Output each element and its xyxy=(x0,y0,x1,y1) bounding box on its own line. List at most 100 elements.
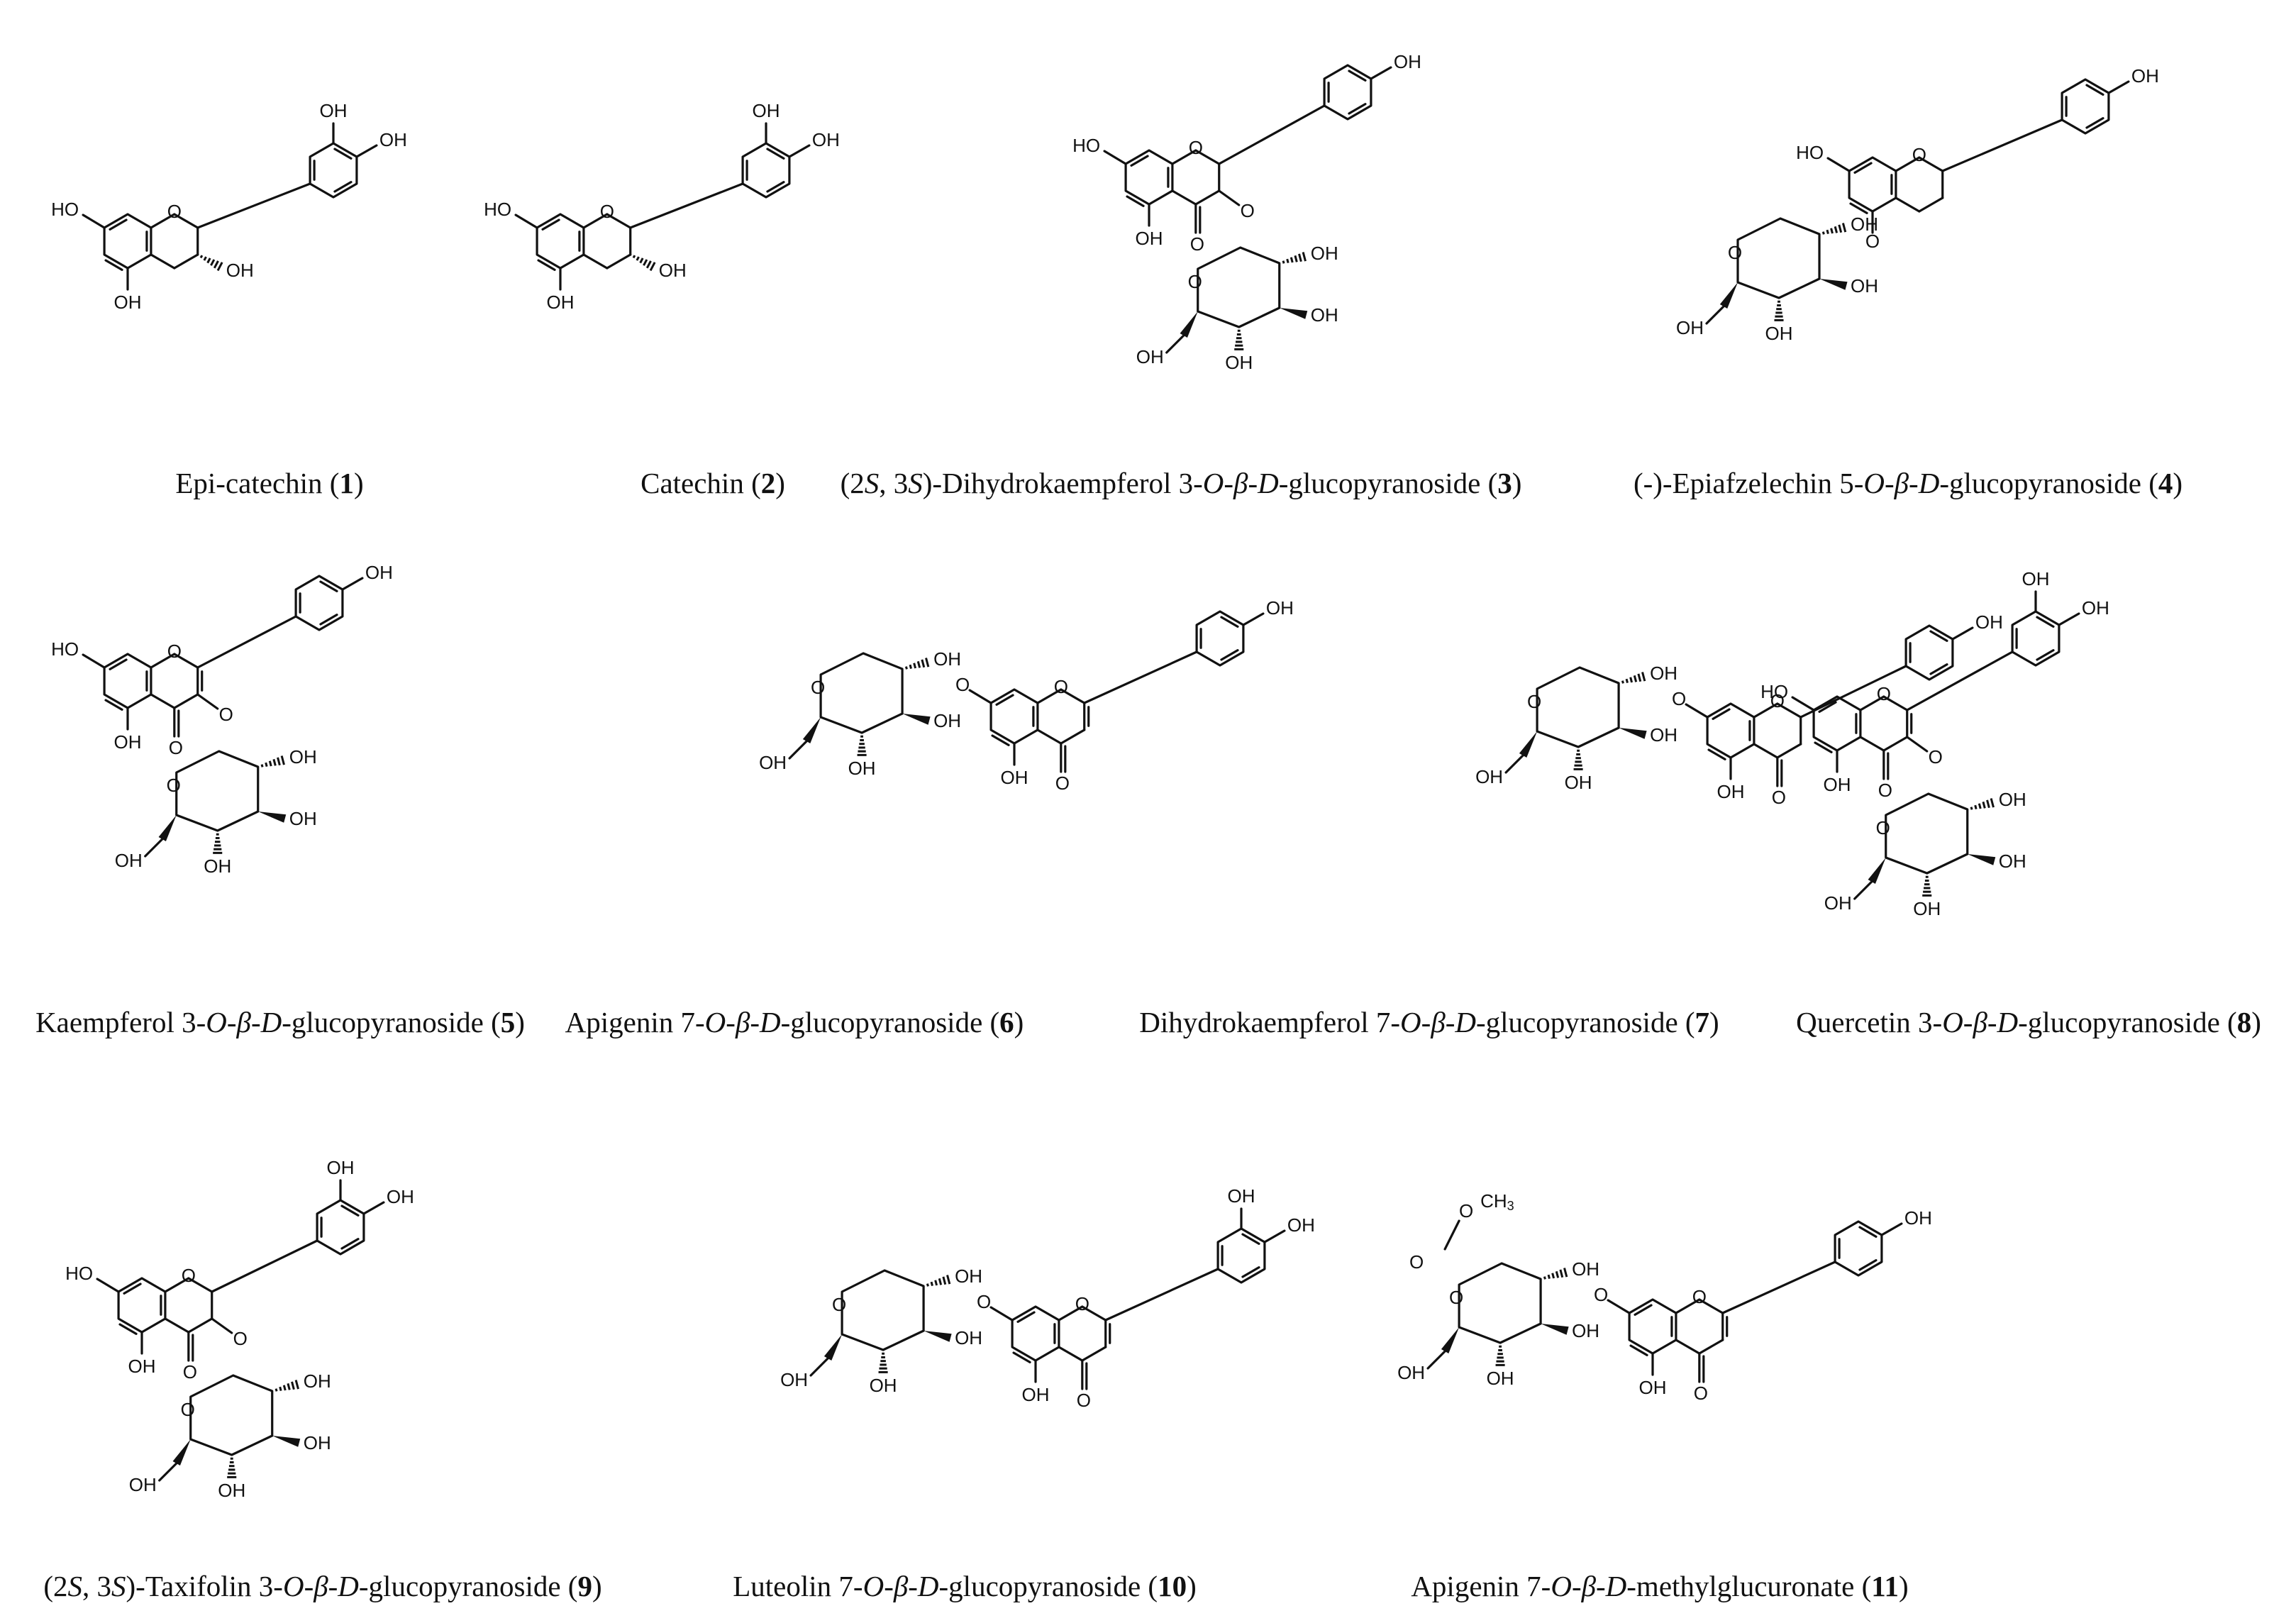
bond xyxy=(2058,612,2080,626)
c-ring-bond xyxy=(150,213,176,229)
bond xyxy=(1826,157,1851,172)
hydroxyl-label: OH xyxy=(955,1265,982,1287)
hydroxyl-label: OH xyxy=(218,1480,245,1501)
glucose-ring xyxy=(841,1269,925,1351)
c2-b-bond xyxy=(1906,650,2014,711)
hydroxyl-label: OH xyxy=(1022,1384,1050,1405)
bond xyxy=(362,1201,385,1215)
hash-bond xyxy=(1555,1270,1560,1278)
hydroxyl-label: OH xyxy=(304,1432,331,1453)
double-bond xyxy=(541,218,560,231)
bond xyxy=(809,1357,829,1377)
ring-oxygen-label: O xyxy=(1054,676,1068,697)
bond xyxy=(968,689,992,704)
glucose-ring xyxy=(189,1374,274,1456)
hash-bond xyxy=(1551,1273,1555,1279)
bond xyxy=(1880,1222,1903,1236)
b-ring xyxy=(2011,610,2061,667)
hash-bond xyxy=(1982,801,1986,809)
caption-compound-2: Catechin (2) xyxy=(640,467,785,499)
double-bond xyxy=(991,734,1010,746)
bond xyxy=(1242,612,1265,626)
b-ring xyxy=(1904,624,1954,681)
hash-bond xyxy=(1625,678,1629,684)
hash-bond xyxy=(1294,255,1298,262)
hash-bond xyxy=(294,1380,299,1390)
c-ring-bond xyxy=(1060,729,1086,745)
a-ring xyxy=(989,688,1039,745)
double-bond xyxy=(104,699,123,711)
hydroxyl-label: OH xyxy=(1975,611,2003,633)
bond xyxy=(1504,754,1524,774)
glucose-ring xyxy=(819,652,904,734)
bond xyxy=(788,740,808,760)
double-bond xyxy=(2085,117,2104,129)
hash-bond xyxy=(282,1385,287,1391)
hydroxyl-label: OH xyxy=(933,648,961,670)
bond xyxy=(158,1462,178,1482)
hash-bond xyxy=(1563,1268,1568,1278)
double-bond xyxy=(537,259,556,271)
hash-bond xyxy=(946,1275,951,1285)
double-bond xyxy=(995,694,1014,706)
hydroxyl-label: OH xyxy=(1287,1214,1315,1236)
a-ring xyxy=(1812,695,1862,752)
bond xyxy=(788,144,811,158)
hydroxyl-label: OH xyxy=(115,850,143,871)
bond xyxy=(82,214,106,229)
carbonyl-oxygen-label: O xyxy=(1694,1383,1708,1404)
hydroxyl-label: OH xyxy=(1572,1320,1599,1341)
c-ring-bond xyxy=(1918,196,1944,213)
b-ring xyxy=(1323,64,1372,121)
hash-bond xyxy=(930,1281,933,1287)
hydroxyl-label: OH xyxy=(1001,767,1028,788)
hydroxyl-label: OH xyxy=(1999,789,2026,810)
wedge-bond xyxy=(802,717,821,744)
a-ring xyxy=(103,653,152,709)
hydroxyl-label: OH xyxy=(1136,228,1163,249)
double-bond xyxy=(2085,84,2104,96)
c-ring-bond xyxy=(150,653,176,669)
hash-bond xyxy=(925,658,930,668)
hydroxyl-label: OH xyxy=(114,292,142,313)
double-bond xyxy=(123,1283,142,1295)
hash-bond xyxy=(1282,260,1285,264)
bond xyxy=(1426,1350,1446,1370)
wedge-bond xyxy=(902,714,931,725)
bond xyxy=(989,1306,1014,1322)
double-bond xyxy=(1220,649,1239,661)
hash-bond xyxy=(645,260,652,269)
double-bond xyxy=(1707,748,1726,760)
ring-oxygen-label: O xyxy=(1188,271,1202,292)
caption-compound-8: Quercetin 3-O-β-D-glucopyranoside (8) xyxy=(1796,1006,2261,1038)
hash-bond xyxy=(1290,257,1294,263)
c2-b-bond xyxy=(1721,1261,1836,1314)
ring-oxygen-label: O xyxy=(811,677,825,698)
bond xyxy=(1791,696,1815,711)
b-ring xyxy=(1834,1220,1883,1277)
ring-oxygen-label: O xyxy=(1692,1286,1707,1307)
c-ring-bond xyxy=(1058,1305,1084,1322)
hydroxyl-label: OH xyxy=(1851,275,1878,297)
double-bond xyxy=(766,181,785,193)
c-ring-bond xyxy=(1698,1339,1724,1355)
carbonyl-oxygen-label: O xyxy=(1878,780,1892,801)
bond xyxy=(1951,626,1974,641)
double-bond xyxy=(1858,1226,1878,1238)
caption-compound-4: (-)-Epiafzelechin 5-O-β-D-glucopyranosid… xyxy=(1634,467,2183,499)
hash-bond xyxy=(1559,1269,1564,1278)
hash-bond xyxy=(206,257,211,264)
hydroxyl-label: OH xyxy=(2022,568,2050,589)
c-ring-bond xyxy=(1753,702,1779,719)
glycosidic-oxygen-label: O xyxy=(977,1291,991,1312)
hydroxyl-label: OH xyxy=(1572,1258,1599,1280)
c-ring-bond xyxy=(164,1277,190,1293)
wedge-bond xyxy=(272,1436,301,1447)
caption-compound-5: Kaempferol 3-O-β-D-glucopyranoside (5) xyxy=(35,1006,525,1038)
a-ring xyxy=(1011,1305,1060,1362)
hydroxyl-label: OH xyxy=(204,855,231,877)
